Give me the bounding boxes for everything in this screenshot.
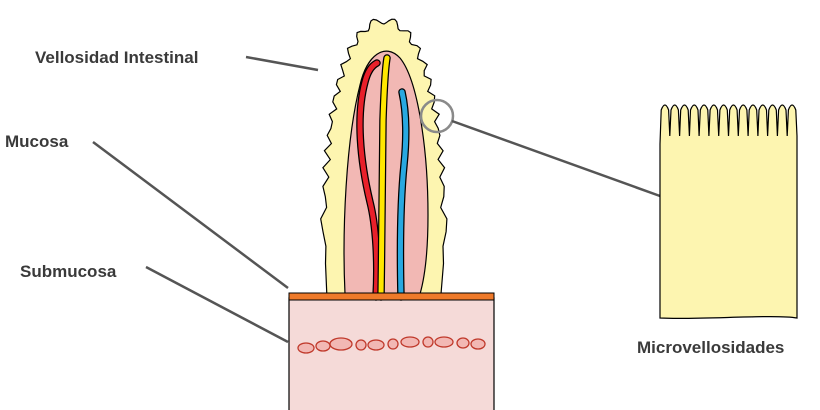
vessel-cross-section: [423, 337, 433, 347]
vessel-cross-section: [435, 337, 453, 347]
villus-label: Vellosidad Intestinal: [35, 48, 198, 67]
zoom-connector-line: [452, 121, 660, 196]
submucosa-leader-line: [146, 267, 288, 342]
vessel-cross-section: [457, 338, 469, 348]
submucosa-label: Submucosa: [20, 262, 117, 281]
vessel-cross-section: [298, 343, 314, 353]
villus-leader-line: [246, 57, 318, 70]
vessel-cross-section: [356, 340, 366, 350]
vessel-cross-section: [388, 339, 398, 349]
mucosa-label: Mucosa: [5, 132, 69, 151]
mucosa-band: [289, 293, 494, 300]
vessel-cross-section: [316, 341, 330, 351]
microvilli-detail: [660, 105, 797, 318]
vessel-cross-section: [368, 340, 384, 350]
vessel-cross-section: [330, 338, 352, 350]
vessel-cross-section: [471, 339, 485, 349]
submucosa-block: [289, 298, 494, 410]
microvilli-label: Microvellosidades: [637, 338, 784, 357]
mucosa-leader-line: [93, 142, 288, 288]
vessel-cross-section: [401, 337, 419, 347]
